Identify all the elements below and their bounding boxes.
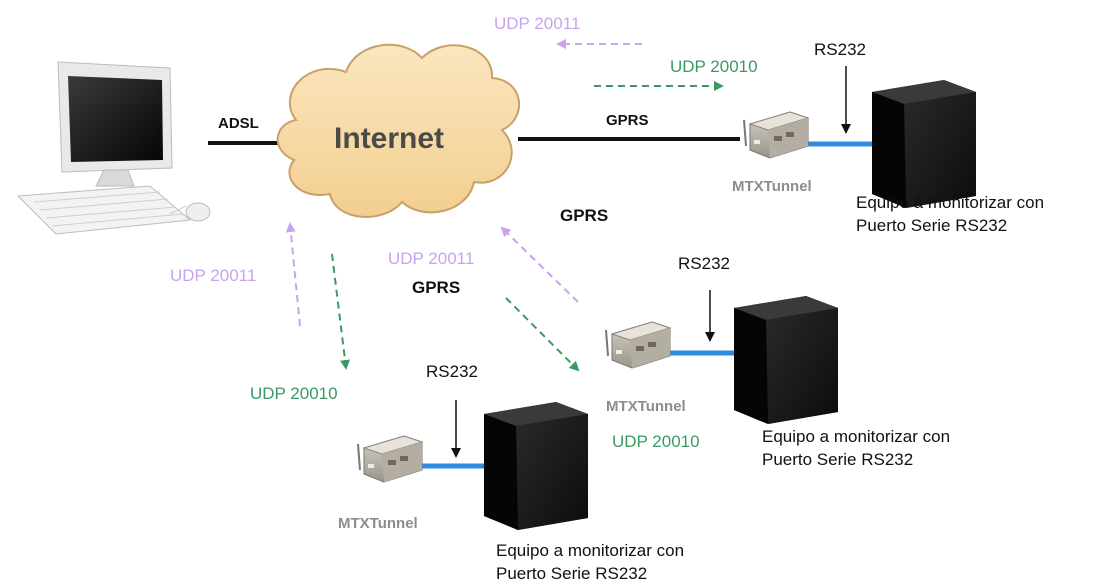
equipment-caption-bottom-line2: Puerto Serie RS232 (496, 563, 648, 583)
rs232-label-bottom: RS232 (426, 362, 478, 381)
gprs-label-top: GPRS (606, 112, 649, 129)
udp-arrow-mid-in (505, 297, 580, 372)
rs232-label-middle: RS232 (678, 254, 730, 273)
udp-arrow-left-in (331, 253, 350, 370)
remote-node-middle (605, 290, 838, 424)
remote-node-top (743, 66, 976, 208)
gprs-label-lower: GPRS (412, 278, 461, 297)
remote-node-bottom (357, 400, 588, 530)
udp-label-mid-in: UDP 20010 (612, 432, 700, 451)
equipment-caption-middle: Equipo a monitorizar con Puerto Serie RS… (762, 426, 950, 472)
gprs-label-mid: GPRS (560, 206, 609, 225)
internet-cloud (276, 43, 520, 218)
equipment-caption-middle-line2: Puerto Serie RS232 (762, 449, 914, 469)
modem-middle (605, 321, 671, 369)
equipment-caption-middle-line1: Equipo a monitorizar con (762, 427, 951, 446)
equipment-box-middle (734, 296, 838, 424)
udp-label-top-in: UDP 20010 (670, 57, 758, 76)
equipment-caption-top-line1: Equipo a monitorizar con (856, 193, 1045, 212)
rs232-label-top: RS232 (814, 40, 866, 59)
workstation-computer (16, 61, 211, 235)
udp-label-mid-out: UDP 20011 (388, 249, 475, 268)
equipment-caption-top: Equipo a monitorizar con Puerto Serie RS… (856, 192, 1044, 238)
adsl-label: ADSL (218, 115, 259, 132)
udp-arrow-mid-out (500, 226, 579, 303)
udp-label-left-out: UDP 20011 (170, 266, 257, 285)
equipment-box-top (872, 80, 976, 208)
equipment-caption-top-line2: Puerto Serie RS232 (856, 215, 1008, 235)
internet-label: Internet (334, 122, 445, 155)
modem-top (743, 111, 809, 159)
udp-arrow-left-out (285, 222, 301, 327)
equipment-caption-bottom: Equipo a monitorizar con Puerto Serie RS… (496, 540, 684, 586)
mtxtunnel-label-middle: MTXTunnel (606, 398, 686, 415)
udp-label-left-in: UDP 20010 (250, 384, 338, 403)
mtxtunnel-label-top: MTXTunnel (732, 178, 812, 195)
udp-label-top-out: UDP 20011 (494, 14, 581, 33)
mtxtunnel-label-bottom: MTXTunnel (338, 515, 418, 532)
equipment-box-bottom (484, 402, 588, 530)
modem-bottom (357, 435, 423, 483)
equipment-caption-bottom-line1: Equipo a monitorizar con (496, 541, 685, 560)
